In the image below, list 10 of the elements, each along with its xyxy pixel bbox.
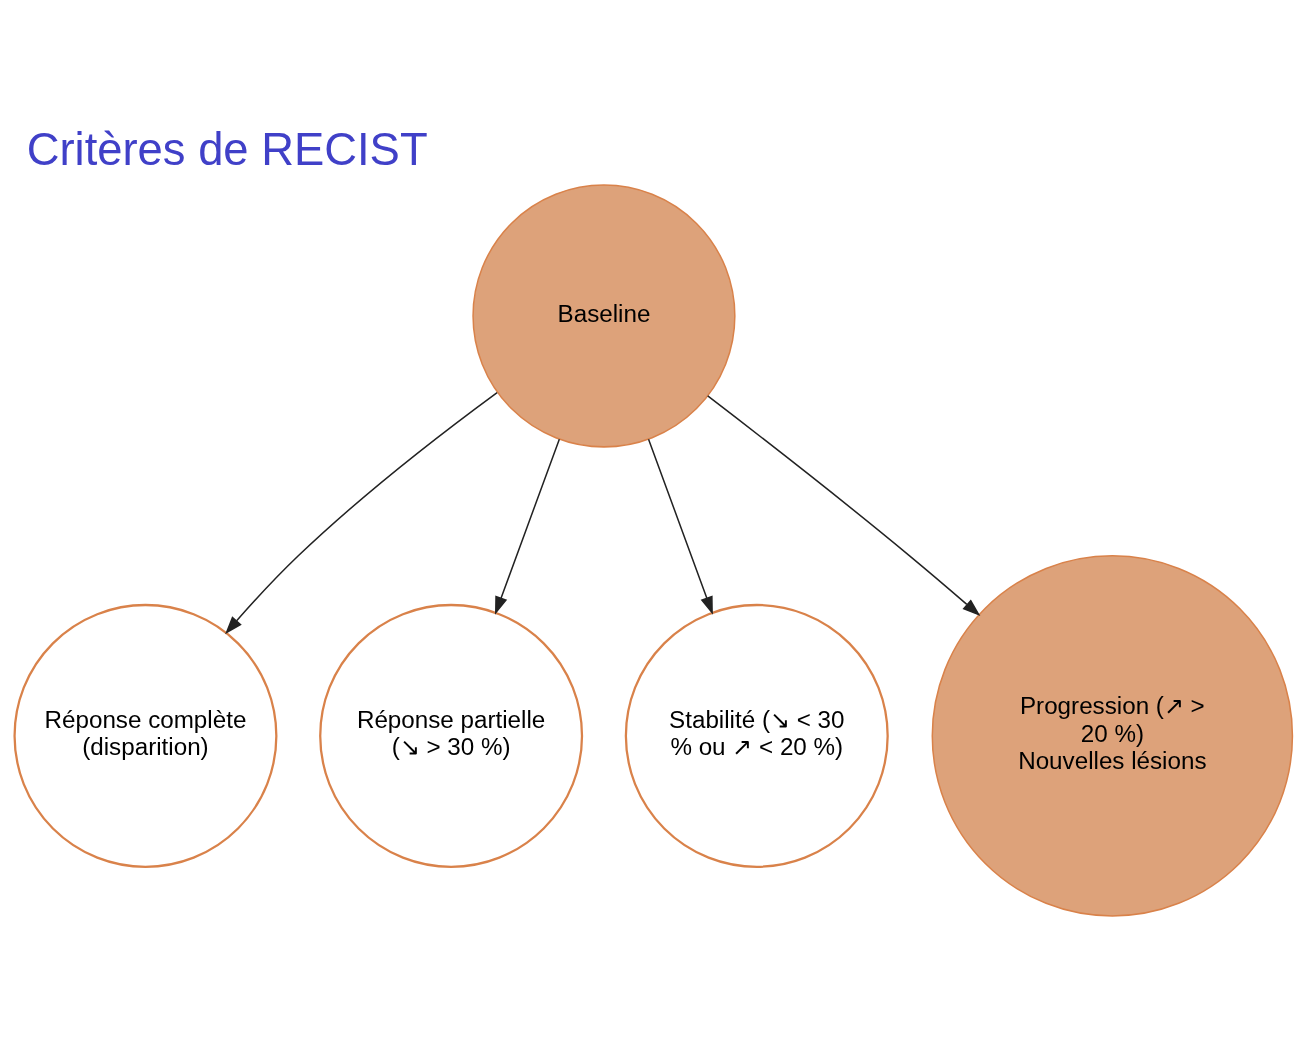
node-circle: Réponse partielle (↘ > 30 %) (319, 603, 584, 868)
node-circle: Stabilité (↘ < 30 % ou ↗ < 20 %) (624, 603, 889, 868)
arrow (495, 438, 561, 615)
node-circle: Réponse complète (disparition) (13, 603, 278, 868)
arrow (647, 438, 713, 615)
arrow (707, 395, 981, 617)
diagram-title: Critères de RECIST (26, 124, 428, 176)
node-circle: Baseline (472, 184, 736, 448)
node-circle: Progression (↗ > 20 %) Nouvelles lésions (931, 555, 1294, 917)
arrow (225, 391, 498, 635)
